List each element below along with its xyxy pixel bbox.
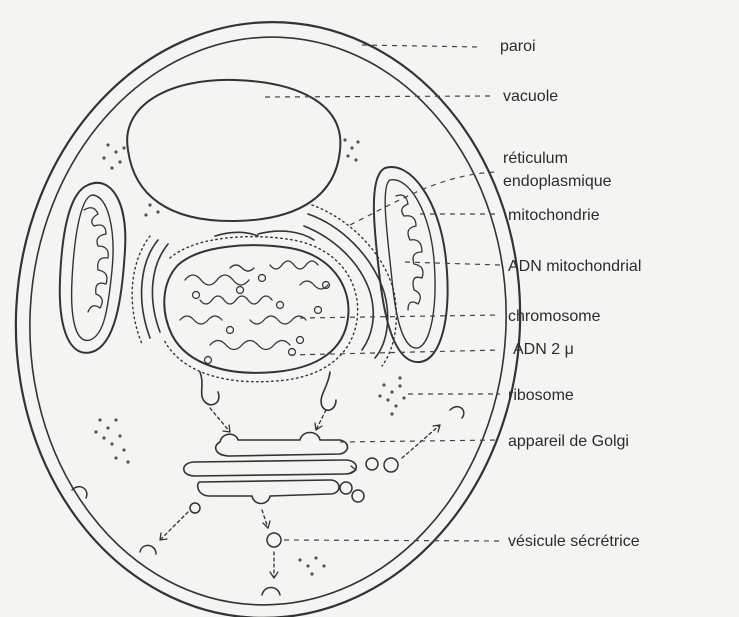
golgi-apparatus bbox=[184, 433, 398, 548]
label-chromosome: chromosome bbox=[508, 308, 601, 325]
endoplasmic-reticulum bbox=[132, 205, 396, 366]
label-adn-2mu: ADN 2 μ bbox=[513, 341, 574, 358]
label-paroi: paroi bbox=[500, 38, 536, 55]
label-vesicule: vésicule sécrétrice bbox=[508, 533, 640, 550]
label-golgi: appareil de Golgi bbox=[508, 433, 629, 450]
label-reticulum-line2: endoplasmique bbox=[503, 173, 612, 190]
label-ribosome: ribosome bbox=[508, 387, 574, 404]
vacuole bbox=[127, 80, 340, 221]
label-reticulum-line1: réticulum bbox=[503, 150, 568, 167]
mitochondrion-left bbox=[60, 183, 126, 353]
mitochondrion-right bbox=[374, 167, 448, 362]
label-mitochondrie: mitochondrie bbox=[508, 207, 600, 224]
label-vacuole: vacuole bbox=[503, 88, 558, 105]
nucleus bbox=[164, 237, 358, 411]
ribosomes bbox=[94, 138, 405, 575]
label-adn-mitochondrial: ADN mitochondrial bbox=[508, 258, 641, 275]
